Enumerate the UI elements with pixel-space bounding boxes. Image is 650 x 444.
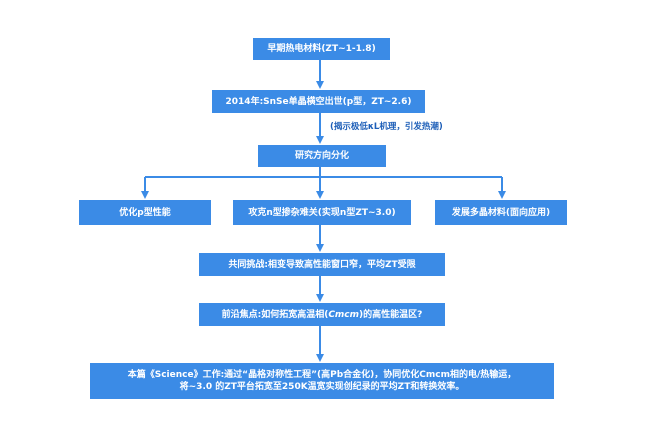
node-common-challenge: 共同挑战:相变导致高性能窗口窄，平均ZT受限	[199, 253, 445, 276]
node-frontier-focus: 前沿焦点:如何拓宽高温相(Cmcm)的高性能温区?	[199, 303, 445, 326]
node-optimize-p-type: 优化p型性能	[79, 200, 211, 225]
mechanism-annotation: (揭示极低κL机理，引发热潮)	[330, 122, 443, 132]
node-research-direction: 研究方向分化	[258, 145, 386, 167]
node-polycrystalline: 发展多晶材料(面向应用)	[435, 200, 567, 225]
node-snse-2014: 2014年:SnSe单晶横空出世(p型，ZT~2.6)	[212, 90, 425, 113]
frontier-text-phase: Cmcm	[328, 309, 360, 320]
frontier-text-suffix: )的高性能温区?	[359, 309, 423, 320]
science-text-line1: 本篇《Science》工作:通过“晶格对称性工程”(高Pb合金化)，协同优化Cm…	[127, 370, 517, 380]
frontier-text-prefix: 前沿焦点:如何拓宽高温相(	[221, 309, 329, 320]
node-early-thermoelectric: 早期热电材料(ZT~1-1.8)	[253, 38, 390, 60]
node-science-work: 本篇《Science》工作:通过“晶格对称性工程”(高Pb合金化)，协同优化Cm…	[90, 363, 554, 399]
node-tackle-n-type: 攻克n型掺杂难关(实现n型ZT~3.0)	[233, 200, 411, 225]
science-text-line2: 将~3.0 的ZT平台拓宽至250K温宽实现创纪录的平均ZT和转换效率。	[179, 382, 465, 392]
